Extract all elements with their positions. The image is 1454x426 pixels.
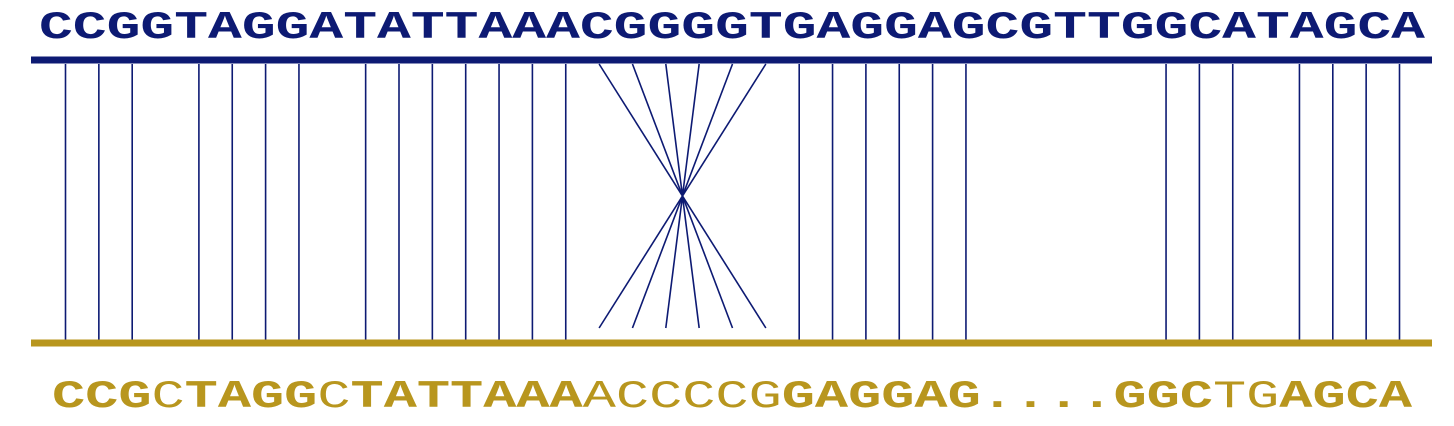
bottom-sequence-segment: AGCA xyxy=(1279,375,1413,419)
bottom-sequence-segment: TATTAAA xyxy=(351,375,584,419)
bottom-sequence-segment: C xyxy=(317,375,350,419)
bottom-sequence-segment: ACCCCG xyxy=(583,375,782,419)
bottom-sequence-segment: C xyxy=(152,375,185,419)
crossed-alignment-link xyxy=(598,63,767,329)
top-sequence: CCGGTAGGATATTAAACGGGGTGAGGAGCGTTGGCATAGC… xyxy=(39,6,1426,50)
bottom-sequence-segment: TAGG xyxy=(185,375,318,419)
alignment-links xyxy=(64,63,1401,340)
bottom-sequence-segment: .... xyxy=(981,375,1114,419)
bottom-sequence-segment: GAGGAG xyxy=(782,375,981,419)
bottom-sequence-segment: GGC xyxy=(1113,375,1213,419)
bottom-sequence-segment: TG xyxy=(1213,375,1279,419)
bottom-sequence-segment: CCG xyxy=(52,375,152,419)
